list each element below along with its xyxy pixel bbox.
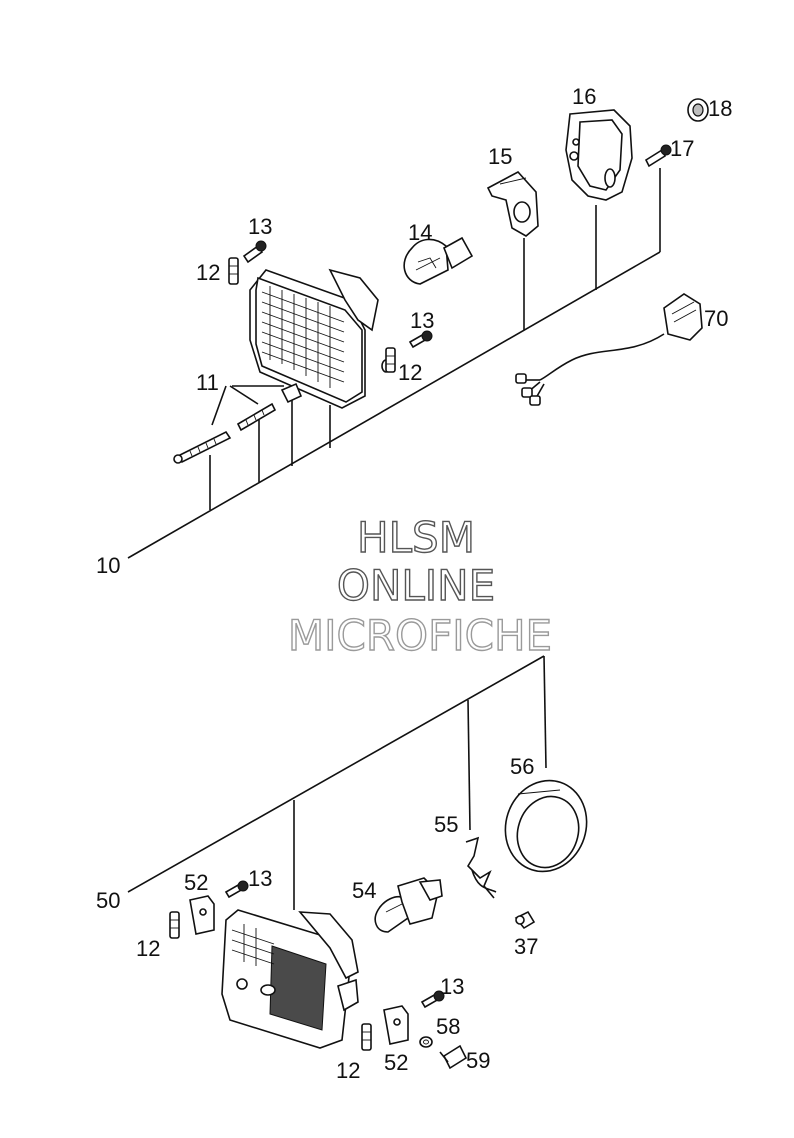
screw-icon bbox=[644, 144, 672, 168]
bulb-icon bbox=[374, 877, 443, 933]
callout-12: 12 bbox=[196, 260, 220, 285]
callout-13b: 13 bbox=[410, 308, 434, 333]
housing-icon bbox=[565, 109, 633, 201]
callout-58: 58 bbox=[436, 1014, 460, 1039]
screw-icon bbox=[242, 240, 267, 264]
bulb-icon bbox=[403, 236, 474, 285]
nut-icon bbox=[385, 347, 396, 373]
watermark-line-2: ONLINE bbox=[337, 561, 495, 610]
bulb-icon bbox=[514, 910, 536, 930]
screw-icon bbox=[420, 990, 445, 1009]
callout-54: 54 bbox=[352, 878, 376, 903]
callout-52: 52 bbox=[184, 870, 208, 895]
bolt-icon bbox=[439, 1044, 468, 1070]
callout-14: 14 bbox=[408, 220, 432, 245]
callout-37: 37 bbox=[514, 934, 538, 959]
lower-leader-lines bbox=[127, 655, 547, 910]
callout-18: 18 bbox=[708, 96, 732, 121]
watermark: HLSM ONLINE MICROFICHE bbox=[287, 512, 553, 660]
screw-icon bbox=[224, 880, 249, 899]
watermark-line-1: HLSM bbox=[357, 513, 475, 562]
callout-17: 17 bbox=[670, 136, 694, 161]
callout-12b: 12 bbox=[398, 360, 422, 385]
callout-56: 56 bbox=[510, 754, 534, 779]
callout-15: 15 bbox=[488, 144, 512, 169]
bracket-icon bbox=[486, 170, 539, 237]
clip-icon bbox=[189, 895, 215, 935]
callout-52b: 52 bbox=[384, 1050, 408, 1075]
clip-icon bbox=[383, 1005, 409, 1045]
callout-59: 59 bbox=[466, 1048, 490, 1073]
upper-callout-labels: 10 11 12 13 14 15 16 17 18 13 12 70 bbox=[96, 84, 732, 578]
wiring-harness-icon bbox=[515, 293, 703, 406]
upper-assembly: 10 11 12 13 14 15 16 17 18 13 12 70 bbox=[96, 84, 732, 578]
nut-icon bbox=[228, 257, 239, 285]
spring-icon bbox=[465, 836, 497, 899]
washer-icon bbox=[419, 1036, 433, 1048]
screw-icon bbox=[408, 330, 433, 349]
callout-11: 11 bbox=[196, 370, 219, 395]
callout-10: 10 bbox=[96, 553, 120, 578]
callout-70: 70 bbox=[704, 306, 728, 331]
headlight-upper-icon bbox=[249, 268, 391, 409]
callout-12c: 12 bbox=[136, 936, 160, 961]
lower-assembly: 50 52 13 12 54 55 56 37 13 58 59 52 12 bbox=[96, 655, 588, 1083]
callout-13c: 13 bbox=[248, 866, 272, 891]
upper-leader-lines bbox=[127, 168, 661, 559]
callout-12d: 12 bbox=[336, 1058, 360, 1083]
nut-icon bbox=[169, 911, 180, 939]
callout-16: 16 bbox=[572, 84, 596, 109]
ring-icon bbox=[504, 779, 588, 873]
nut-icon bbox=[361, 1023, 372, 1051]
headlight-lower-icon bbox=[221, 909, 359, 1049]
lower-callout-labels: 50 52 13 12 54 55 56 37 13 58 59 52 12 bbox=[96, 754, 538, 1083]
callout-13: 13 bbox=[248, 214, 272, 239]
grommet-icon bbox=[687, 98, 709, 122]
callout-13d: 13 bbox=[440, 974, 464, 999]
bolt-icon bbox=[173, 382, 303, 464]
callout-50: 50 bbox=[96, 888, 120, 913]
watermark-line-3: MICROFICHE bbox=[288, 611, 552, 660]
callout-55: 55 bbox=[434, 812, 458, 837]
